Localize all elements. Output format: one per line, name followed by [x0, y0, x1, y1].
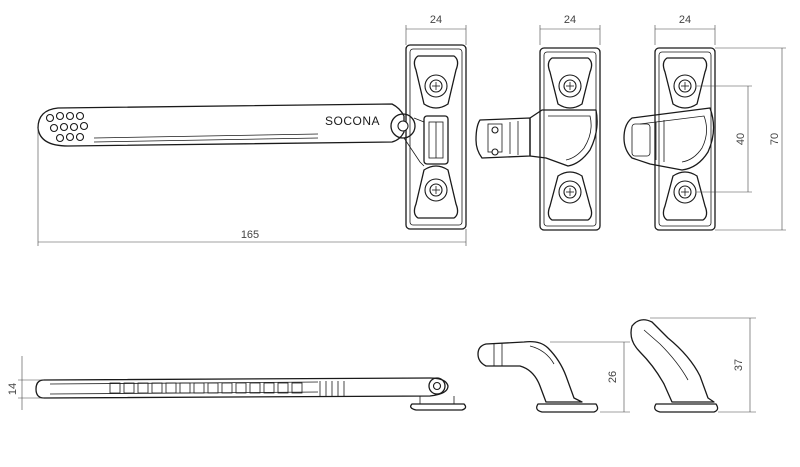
- dimension-label-hole-spacing: 40: [735, 133, 747, 145]
- dimension-width-view1: 24: [405, 14, 467, 45]
- dimension-base-height: 70: [715, 47, 786, 231]
- keep-view-catch: [475, 47, 601, 231]
- keep-view-end: [623, 47, 716, 231]
- dimension-label-width-view1: 24: [430, 14, 442, 26]
- restrictor-side-view: [35, 377, 467, 411]
- keep-side-view-end: [630, 319, 719, 413]
- dimension-label-keep-height-high: 37: [733, 359, 745, 371]
- dimension-overall-length: 165: [37, 128, 467, 246]
- dimension-label-overall-length: 165: [241, 229, 259, 241]
- restrictor-top-view: SOCONA: [37, 44, 467, 230]
- dimension-width-view3: 24: [654, 14, 716, 45]
- dimension-keep-height-low: 26: [550, 341, 630, 413]
- side-view-slots: [109, 382, 303, 394]
- grip-holes: [45, 111, 89, 143]
- keep-side-view-catch: [477, 340, 599, 413]
- dimension-label-handle-thickness: 14: [7, 383, 19, 395]
- dimension-hole-spacing: 40: [697, 85, 752, 193]
- dimension-label-width-view3: 24: [679, 14, 691, 26]
- dimension-label-keep-height-low: 26: [607, 371, 619, 383]
- brand-label: SOCONA: [325, 114, 380, 128]
- dimension-width-view2: 24: [539, 14, 601, 45]
- dimension-label-width-view2: 24: [564, 14, 576, 26]
- dimension-label-base-height: 70: [769, 133, 781, 145]
- dimension-keep-height-high: 37: [650, 317, 756, 413]
- dimension-handle-thickness: 14: [7, 356, 44, 410]
